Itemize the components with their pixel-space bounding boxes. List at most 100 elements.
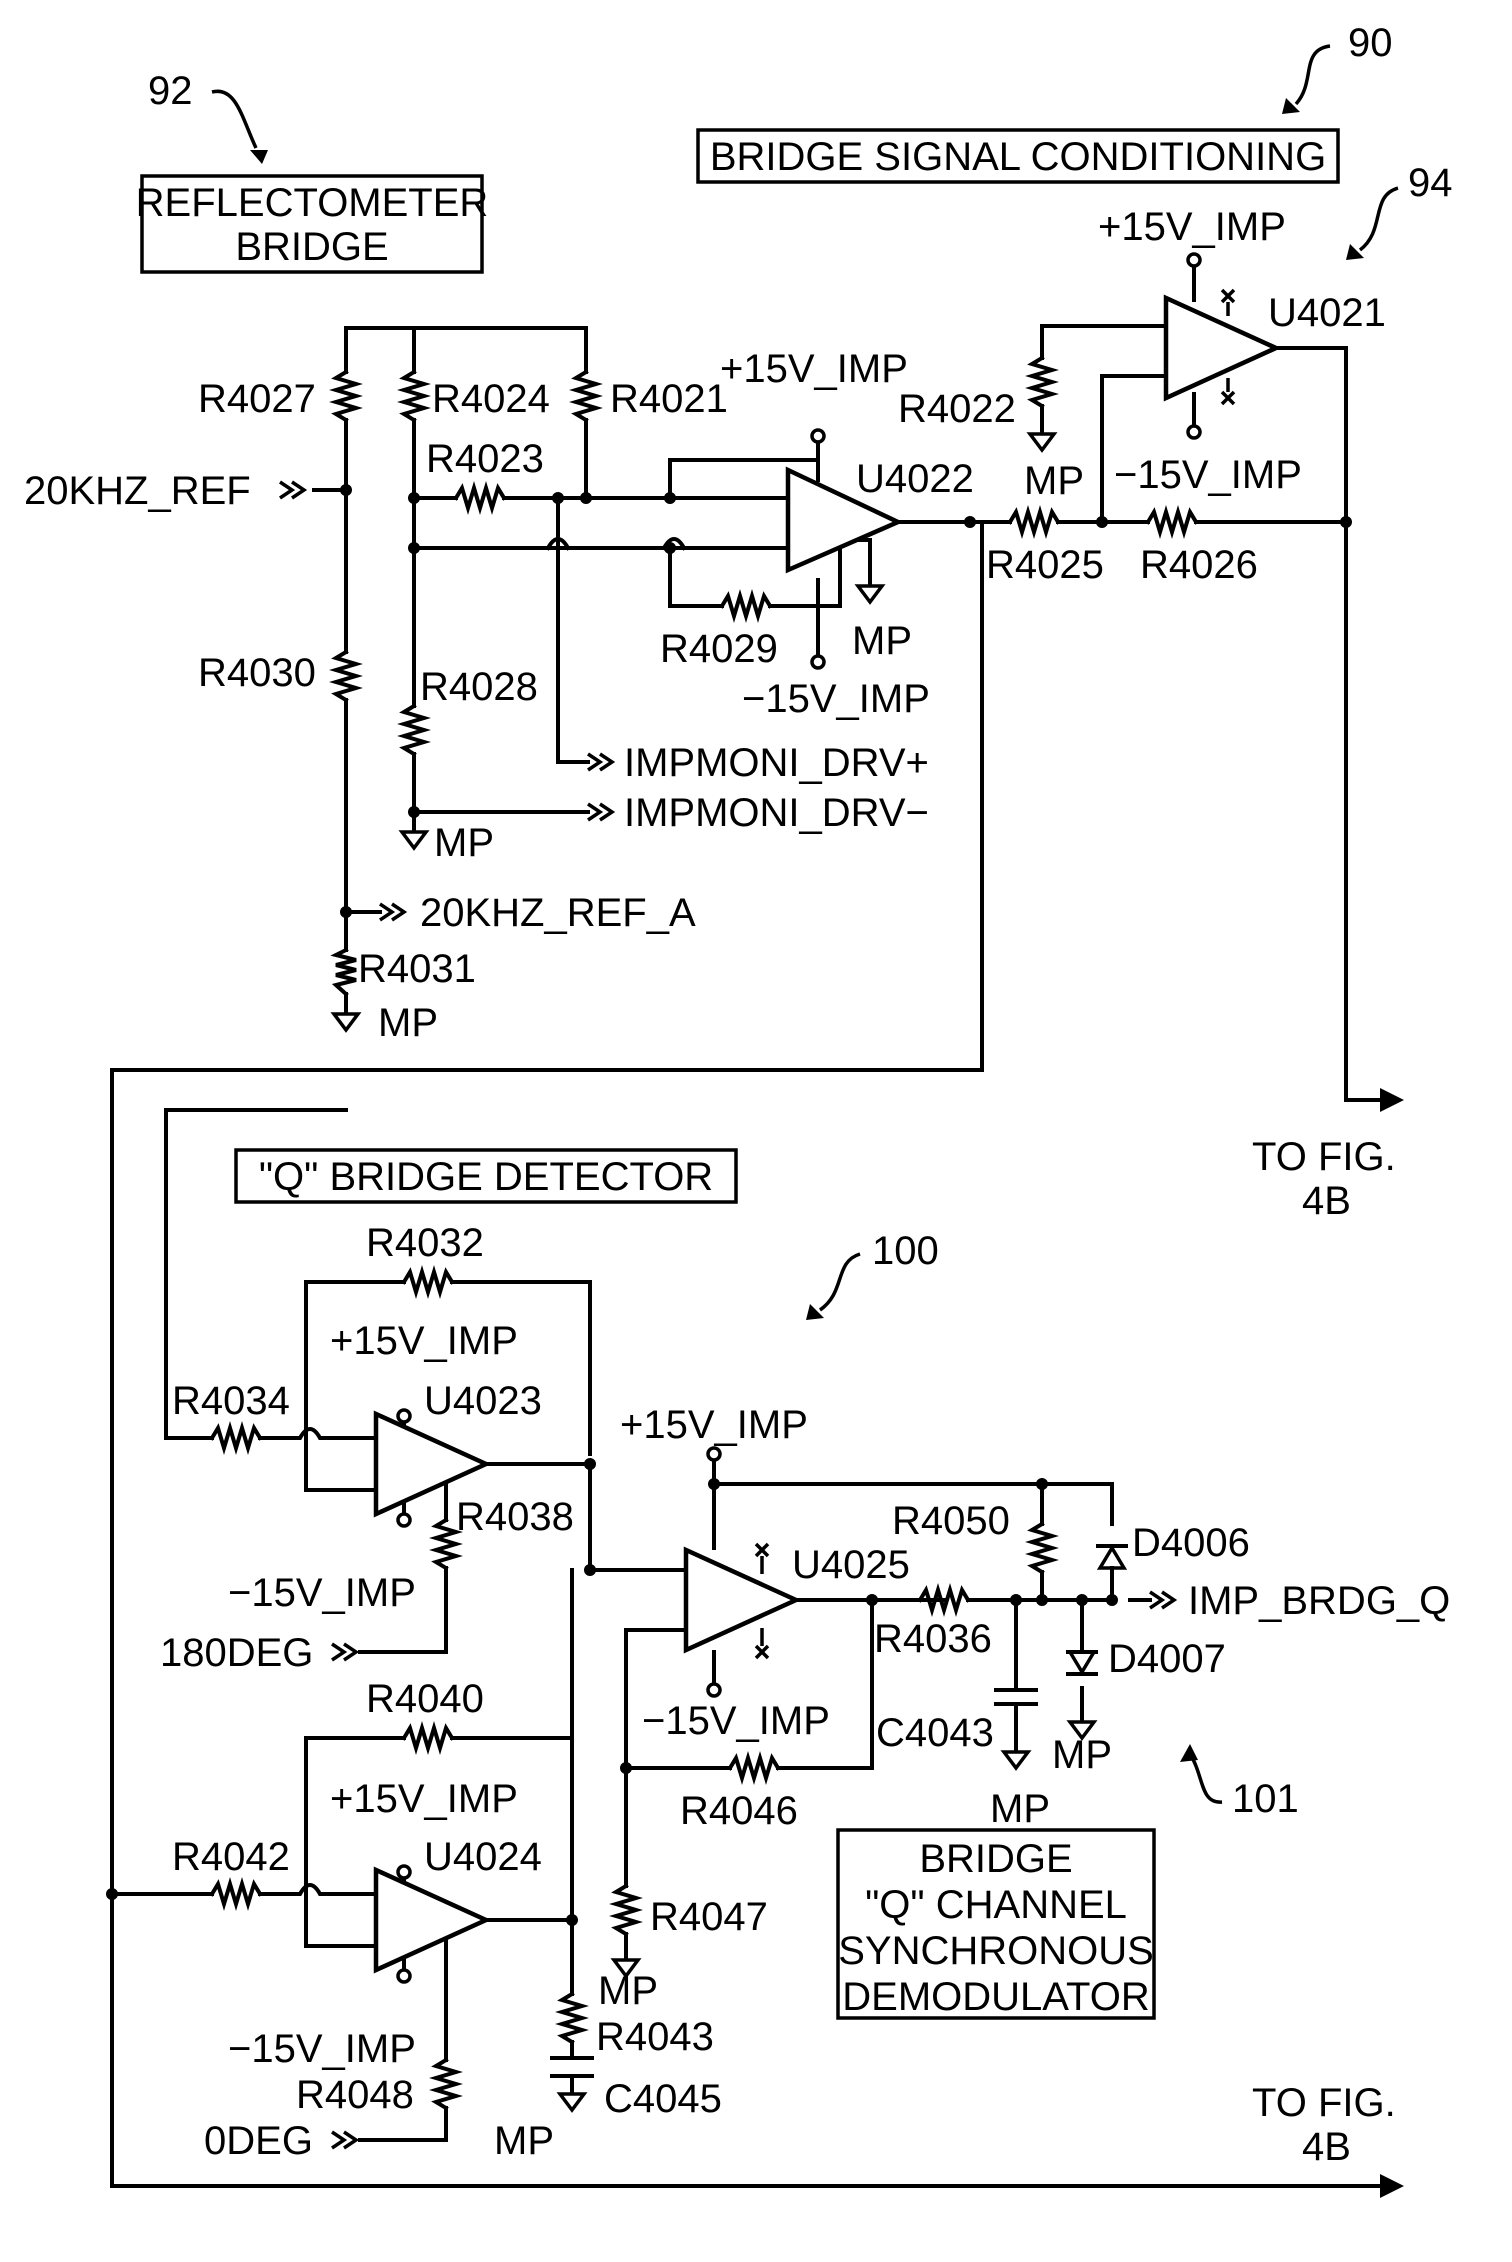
leader-arrow-100 — [820, 1254, 860, 1310]
resistor-R4028-symbol — [404, 706, 424, 754]
resistor-R4024-symbol — [404, 372, 424, 420]
ground-C4045 — [560, 2094, 584, 2110]
ground-R4031 — [334, 1014, 358, 1030]
resistor-R4048-symbol — [436, 2060, 456, 2108]
label-R4036: R4036 — [874, 1617, 992, 1661]
offpage-bottom-line2: 4B — [1302, 2125, 1351, 2169]
resistor-R4050-symbol — [1032, 1524, 1052, 1572]
label-R4032: R4032 — [366, 1221, 484, 1265]
arrowhead-100 — [806, 1304, 824, 1320]
resistor-R4038-symbol — [436, 1520, 456, 1568]
label-R4050: R4050 — [892, 1499, 1010, 1543]
label-D4007: D4007 — [1108, 1637, 1226, 1681]
signal-20khz-ref: 20KHZ_REF — [24, 469, 251, 513]
ground-label-C4043: MP — [990, 1787, 1050, 1831]
junction-U4021-out — [1340, 516, 1352, 528]
junction-U4024-out — [566, 1914, 578, 1926]
label-U4022: U4022 — [856, 457, 974, 501]
resistor-R4026-symbol — [1148, 512, 1196, 532]
ground-label-C4045: MP — [494, 2119, 554, 2163]
leader-arrow-101 — [1190, 1754, 1222, 1802]
ground-C4043 — [1004, 1752, 1028, 1768]
leader-arrow-94 — [1360, 188, 1398, 250]
ref-numeral-100-group: 100 — [806, 1229, 939, 1320]
resistor-R4030-symbol — [336, 652, 356, 700]
ref-numeral-100: 100 — [872, 1229, 939, 1273]
capacitor-C4045-symbol — [552, 2058, 592, 2076]
ref-numeral-94: 94 — [1408, 161, 1453, 205]
ground-label-R4047: MP — [598, 1969, 658, 2013]
label-R4022: R4022 — [898, 387, 1016, 431]
label-R4027: R4027 — [198, 377, 316, 421]
junction-U4025-pos — [708, 1478, 720, 1490]
junction-C4043 — [1010, 1594, 1022, 1606]
signal-20khz-ref-a: 20KHZ_REF_A — [420, 891, 696, 935]
signal-arrow-ref-a — [380, 904, 404, 920]
reflectometer-bridge-subtitle: BRIDGE — [235, 225, 388, 269]
offpage-arrow-top — [1380, 1088, 1404, 1112]
label-R4028: R4028 — [420, 665, 538, 709]
reflectometer-bridge-title: REFLECTOMETER — [136, 181, 489, 225]
resistor-R4027-symbol — [336, 372, 356, 420]
supply-pin-U4022-pos — [812, 430, 824, 442]
label-U4023: U4023 — [424, 1379, 542, 1423]
resistor-R4042-symbol — [212, 1884, 260, 1904]
label-U4021: U4021 — [1268, 291, 1386, 335]
ref-numeral-90: 90 — [1348, 21, 1393, 65]
demodulator-line3: SYNCHRONOUS — [838, 1929, 1154, 1973]
resistor-R4029-symbol — [722, 596, 770, 616]
resistor-R4025-symbol — [1010, 512, 1058, 532]
signal-arrow-180deg — [332, 1644, 356, 1660]
junction-R4025-R4026 — [1096, 516, 1108, 528]
supply-label-U4023-neg: −15V_IMP — [228, 1571, 416, 1615]
supply-pin-U4023-pos — [398, 1410, 410, 1422]
supply-pin-U4025-pos — [708, 1448, 720, 1460]
junction-D4007 — [1076, 1594, 1088, 1606]
supply-pin-U4024-neg — [398, 1970, 410, 1982]
ref-numeral-101-group: 101 — [1180, 1744, 1299, 1821]
ground-label-R4022: MP — [1024, 459, 1084, 503]
resistor-R4021-symbol — [576, 372, 596, 420]
supply-label-U4025-neg: −15V_IMP — [642, 1699, 830, 1743]
ground-label-R4028: MP — [434, 821, 494, 865]
resistor-R4023-symbol — [456, 488, 504, 508]
supply-label-U4021-pos: +15V_IMP — [1098, 205, 1286, 249]
label-R4021: R4021 — [610, 377, 728, 421]
resistor-R4034-symbol — [212, 1428, 260, 1448]
label-R4034: R4034 — [172, 1379, 290, 1423]
arrowhead-92 — [250, 150, 268, 164]
label-U4025: U4025 — [792, 1543, 910, 1587]
ref-numeral-92-group: 92 — [148, 69, 268, 164]
resistor-R4031-symbol — [336, 950, 356, 994]
junction-U4024-in — [106, 1888, 118, 1900]
junction-U4023-out — [584, 1458, 596, 1470]
resistor-R4022-symbol — [1032, 358, 1052, 406]
signal-180deg: 180DEG — [160, 1631, 313, 1675]
resistor-R4032-symbol — [404, 1272, 452, 1292]
offpage-bottom-line1: TO FIG. — [1252, 2081, 1396, 2125]
junction-D4006 — [1106, 1594, 1118, 1606]
label-R4030: R4030 — [198, 651, 316, 695]
signal-imp-brdg-q: IMP_BRDG_Q — [1188, 1579, 1450, 1623]
leader-arrow-92 — [212, 91, 256, 148]
label-R4042: R4042 — [172, 1835, 290, 1879]
q-bridge-detector-title: "Q" BRIDGE DETECTOR — [259, 1155, 713, 1199]
label-R4043: R4043 — [596, 2015, 714, 2059]
label-R4025: R4025 — [986, 543, 1104, 587]
signal-0deg: 0DEG — [204, 2119, 313, 2163]
label-R4026: R4026 — [1140, 543, 1258, 587]
label-R4048: R4048 — [296, 2073, 414, 2117]
junction-R4050-top — [1036, 1478, 1048, 1490]
signal-arrow-20khz-ref — [280, 482, 304, 498]
ref-numeral-92: 92 — [148, 69, 193, 113]
ground-label-U4022: MP — [852, 619, 912, 663]
supply-pin-U4022-neg — [812, 656, 824, 668]
ref-numeral-101: 101 — [1232, 1777, 1299, 1821]
offpage-top-line1: TO FIG. — [1252, 1135, 1396, 1179]
junction-R4050-bottom — [1036, 1594, 1048, 1606]
junction-R4047 — [620, 1762, 632, 1774]
signal-arrow-0deg — [332, 2132, 356, 2148]
resistor-R4046-symbol — [730, 1758, 778, 1778]
diode-D4007-symbol — [1068, 1652, 1096, 1674]
